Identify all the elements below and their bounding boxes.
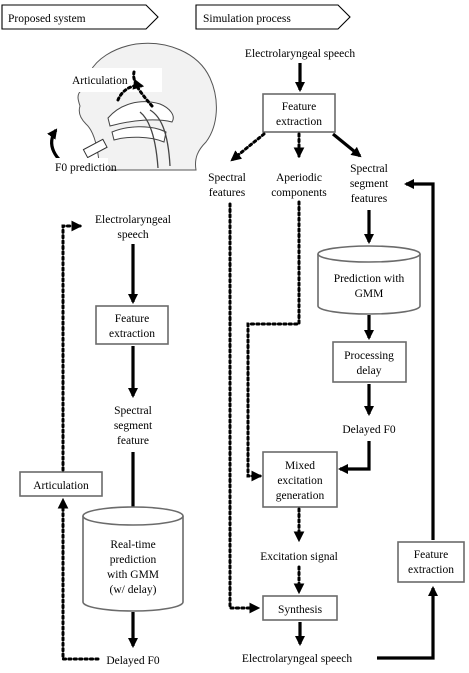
articulation-label: Articulation [72, 75, 128, 87]
right-el-speech-top: Electrolaryngeal speech [245, 48, 355, 60]
aperiodic-line1: Aperiodic [276, 172, 322, 184]
prediction-gmm-cylinder [317, 245, 421, 315]
aperiodic-line2: components [271, 187, 327, 199]
ssf-right-line3: features [351, 193, 388, 205]
left-fe-line1: Feature [115, 313, 149, 325]
left-ssf-line1: Spectral [114, 405, 152, 417]
articulation-label-bg [70, 68, 162, 92]
proc-delay-line1: Processing [344, 350, 394, 362]
spectral-features-line1: Spectral [208, 172, 246, 184]
left-articulation-box [19, 471, 103, 497]
tab-simulation-label: Simulation process [203, 13, 291, 25]
right-fe-line1: Feature [282, 101, 316, 113]
pred-gmm-line1: Prediction with [334, 273, 405, 285]
delayed-f0-to-mixed [337, 441, 371, 475]
spectral-features-line2: features [209, 187, 246, 199]
ssf-right-line2: segment [350, 178, 389, 190]
left-articulation-box-label: Articulation [33, 480, 89, 492]
rt-gmm-line1: Real-time [110, 539, 155, 551]
pred-gmm-line2: GMM [355, 288, 384, 300]
synthesis-label: Synthesis [278, 604, 323, 616]
mixed-line1: Mixed [285, 460, 315, 472]
left-delayed-f0: Delayed F0 [106, 655, 160, 667]
fe-to-spectral-features [230, 132, 266, 162]
output-to-loop-fe [377, 585, 439, 660]
f0-prediction-label: F0 prediction [55, 162, 117, 174]
articulation-arrow [116, 79, 145, 102]
left-el-speech-line2: speech [117, 229, 149, 241]
mixed-excitation-box [262, 451, 338, 508]
rt-gmm-line4: (w/ delay) [110, 584, 157, 596]
right-fe-line2: extraction [276, 116, 322, 128]
tab-proposed-label: Proposed system [8, 13, 86, 25]
left-fe-line2: extraction [109, 328, 155, 340]
left-dotted-loop-lower [57, 497, 100, 661]
spectral-features-to-synthesis [228, 202, 261, 614]
loop-fe-to-ssf [403, 178, 435, 540]
left-ssf-line2: segment [114, 420, 153, 432]
left-ssf-line3: feature [117, 435, 149, 447]
left-el-speech-line1: Electrolaryngeal [95, 214, 171, 226]
head-illustration [77, 42, 217, 171]
right-feature-extraction-box [262, 93, 336, 133]
loop-fe-line2: extraction [408, 564, 454, 576]
left-feature-extraction-box [95, 305, 169, 345]
rt-gmm-line2: prediction [110, 554, 157, 566]
processing-delay-box [332, 341, 407, 383]
loop-fe-line1: Feature [414, 549, 448, 561]
f0-prediction-bg [52, 158, 108, 176]
right-delayed-f0: Delayed F0 [342, 424, 396, 436]
tab-proposed-system: Proposed system [1, 4, 159, 30]
fe-to-spectral-segment [331, 132, 362, 158]
aperiodic-to-mixed [246, 200, 301, 482]
mixed-line2: excitation [277, 475, 323, 487]
ssf-right-line1: Spectral [350, 163, 388, 175]
tab-simulation-process: Simulation process [195, 4, 351, 30]
right-el-speech-bottom: Electrolaryngeal speech [242, 653, 352, 665]
excitation-signal-label: Excitation signal [260, 551, 338, 563]
rt-gmm-line3: with GMM [107, 569, 159, 581]
realtime-gmm-cylinder [82, 506, 184, 612]
mixed-line3: generation [276, 490, 325, 502]
loop-feature-extraction-box [397, 541, 465, 583]
left-dotted-loop-upper [61, 220, 83, 472]
proc-delay-line2: delay [357, 365, 382, 377]
synthesis-box [262, 595, 338, 621]
